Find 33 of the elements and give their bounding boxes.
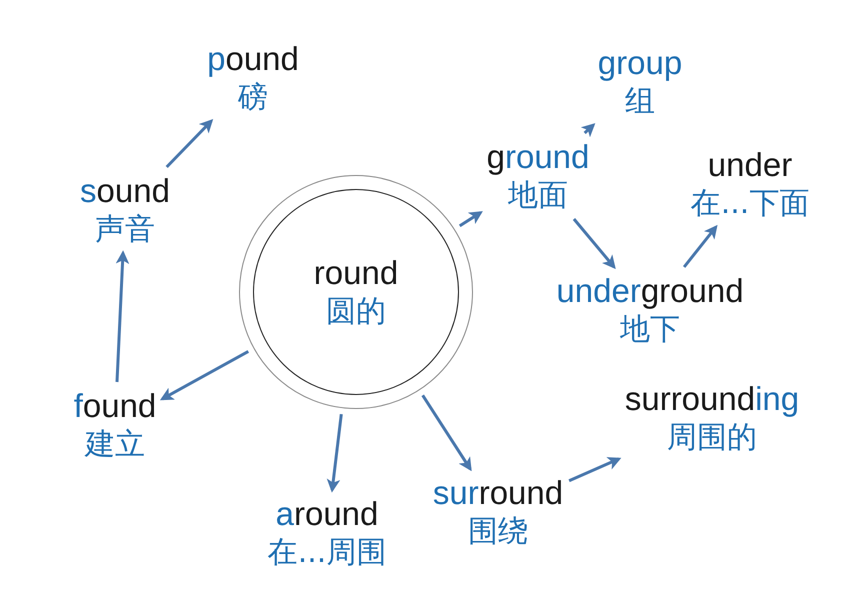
arrow xyxy=(580,123,596,138)
english-word: surround xyxy=(432,473,564,513)
english-word: pound xyxy=(207,39,299,79)
english-word: underground xyxy=(556,271,744,311)
english-word: surrounding xyxy=(624,379,800,419)
chinese-meaning: 在...下面 xyxy=(690,185,810,223)
chinese-meaning: 周围的 xyxy=(667,419,757,457)
outer-ring xyxy=(239,175,473,409)
chinese-meaning: 地下 xyxy=(620,311,680,349)
arrow xyxy=(326,414,343,493)
chinese-meaning: 声音 xyxy=(95,211,155,249)
chinese-meaning: 磅 xyxy=(238,79,268,117)
english-word: around xyxy=(276,494,378,534)
chinese-meaning: 在...周围 xyxy=(268,534,386,572)
arrow xyxy=(421,394,472,472)
english-word: group xyxy=(598,43,682,83)
arrow xyxy=(682,224,718,268)
chinese-meaning: 圆的 xyxy=(326,293,386,331)
arrow xyxy=(458,211,483,228)
arrow xyxy=(568,457,622,482)
english-word: round xyxy=(314,253,398,293)
english-word: ground xyxy=(486,137,590,177)
arrow xyxy=(160,350,250,400)
chinese-meaning: 围绕 xyxy=(468,513,528,551)
arrow xyxy=(116,250,130,382)
english-word: found xyxy=(74,386,156,426)
english-word: under xyxy=(708,145,792,185)
english-word: sound xyxy=(80,171,170,211)
chinese-meaning: 地面 xyxy=(508,177,568,215)
chinese-meaning: 建立 xyxy=(85,426,145,464)
arrow xyxy=(572,218,616,270)
chinese-meaning: 组 xyxy=(625,83,655,121)
arrow xyxy=(166,119,214,168)
